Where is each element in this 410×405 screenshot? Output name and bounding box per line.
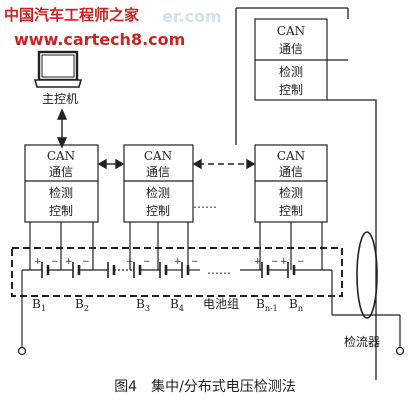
svg-text:+: + [254, 257, 262, 267]
cell-b3-sub: 3 [145, 304, 150, 313]
cell-bn-sub: n [298, 304, 303, 313]
figure-caption: 图4 集中/分布式电压检测法 [114, 378, 296, 395]
module-1-detect: 检测 [49, 185, 73, 200]
module-1-comm: 通信 [49, 165, 73, 179]
watermark-faded: er.com [162, 7, 222, 26]
svg-text:−: − [143, 257, 151, 267]
current-detector [356, 231, 378, 319]
battery-pack-outline [11, 247, 343, 297]
top-module-links [235, 7, 377, 380]
svg-text:−: − [82, 257, 90, 267]
svg-text:B3: B3 [136, 297, 150, 313]
ellipsis-top: …… [193, 197, 217, 211]
terminal-right [395, 346, 405, 356]
svg-text:+: + [65, 257, 73, 267]
module-3-detect: 检测 [279, 185, 303, 200]
cell-b2-sub: 2 [84, 304, 89, 313]
battery-string [21, 269, 401, 348]
battery-pack-label: 电池组 [203, 297, 239, 311]
watermark-title: 中国汽车工程师之家 [4, 6, 139, 24]
cell-bn1-sub: n-1 [265, 304, 278, 313]
cell-b4-sub: 4 [179, 304, 184, 313]
watermark-url: www.cartech8.com [14, 30, 185, 49]
host-label: 主控机 [42, 92, 78, 106]
module-1-control: 控制 [49, 204, 73, 218]
top-module-can: CAN [277, 24, 305, 38]
module-3-control: 控制 [279, 204, 303, 218]
svg-text:−: − [271, 257, 279, 267]
sense-leads [29, 222, 323, 270]
cell-b1-sub: 1 [41, 304, 46, 313]
cell-b3-base: B [136, 297, 145, 311]
module-3-comm: 通信 [279, 165, 303, 179]
host-computer-icon [33, 50, 83, 88]
svg-text:Bn-1: Bn-1 [256, 297, 278, 313]
cell-bn1-base: B [256, 297, 265, 311]
host-module-arrow [56, 108, 68, 149]
module-2-control: 控制 [146, 204, 170, 218]
svg-text:+: + [280, 257, 288, 267]
module-2-comm: 通信 [146, 165, 170, 179]
cell-plates [41, 262, 296, 278]
module-links [97, 158, 256, 170]
module-2-detect: 检测 [146, 185, 170, 200]
svg-text:−: − [191, 257, 199, 267]
svg-text:+: + [34, 257, 42, 267]
svg-text:+: + [126, 257, 134, 267]
module-3-can: CAN [277, 149, 305, 163]
svg-text:B2: B2 [75, 297, 89, 313]
terminal-left [17, 346, 27, 356]
module-2-can: CAN [144, 149, 172, 163]
cell-labels: B1 B2 B3 B4 Bn-1 Bn [32, 297, 303, 313]
svg-text:−: − [297, 257, 305, 267]
cell-b1-base: B [32, 297, 41, 311]
top-module-control: 控制 [279, 83, 303, 97]
svg-text:Bn: Bn [289, 297, 303, 313]
svg-text:B1: B1 [32, 297, 46, 313]
cell-polarity-marks: +− +− +− +− +− +− [34, 257, 305, 267]
watermark: 中国汽车工程师之家 www.cartech8.com er.com [4, 6, 222, 49]
module-1-can: CAN [47, 149, 75, 163]
cell-bn-base: B [289, 297, 298, 311]
svg-text:B4: B4 [170, 297, 184, 313]
detector-label: 检流器 [344, 334, 380, 349]
top-module-comm: 通信 [279, 42, 303, 56]
top-module-detect: 检测 [279, 64, 303, 79]
cell-b2-base: B [75, 297, 84, 311]
svg-text:+: + [174, 257, 182, 267]
cell-b4-base: B [170, 297, 179, 311]
svg-text:−: − [51, 257, 59, 267]
ellipsis-battery: …… [207, 263, 231, 277]
